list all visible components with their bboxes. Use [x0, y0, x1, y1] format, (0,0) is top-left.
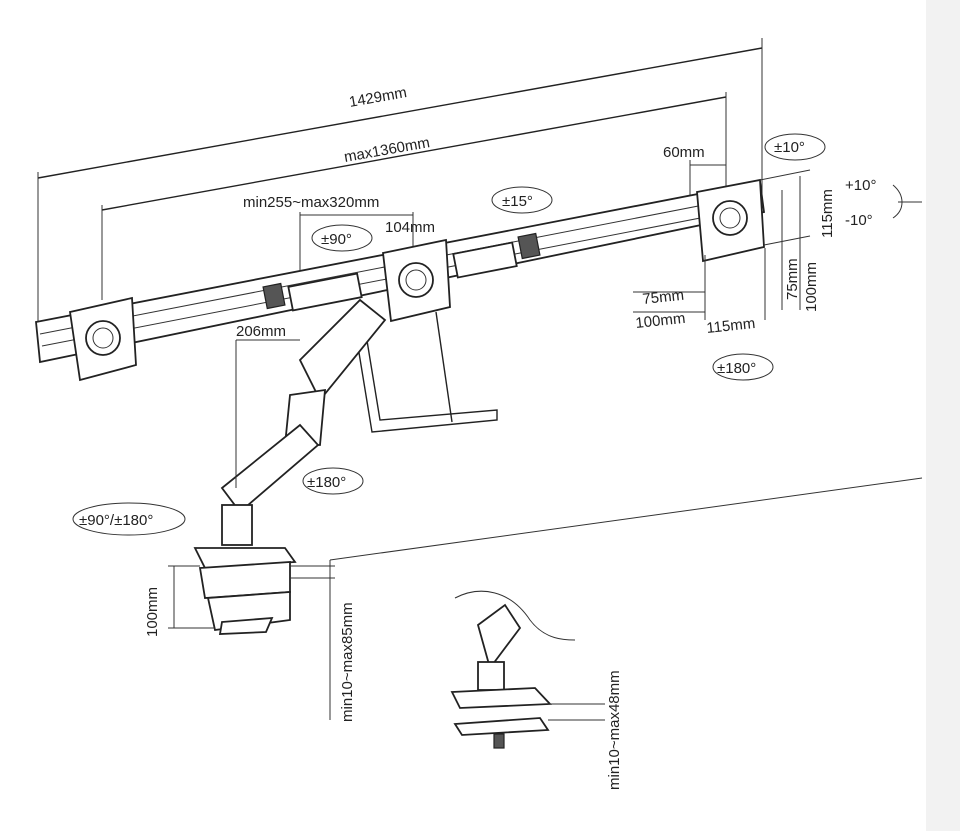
plate-width-label: 115mm: [706, 315, 756, 337]
bracket-gap-label: 104mm: [385, 219, 435, 236]
base-rotate-indicator: [72, 502, 186, 536]
vesa-plate-center: [382, 238, 451, 323]
vesa-plate-left: [68, 296, 137, 382]
vesa-v-bottom: [763, 235, 811, 246]
clamp-pad: [218, 616, 274, 635]
clamp-height-label: 100mm: [144, 587, 161, 637]
swivel-label: ±10°: [774, 139, 805, 156]
crossbar-center-block: [287, 272, 363, 312]
grommet-arm: [476, 603, 522, 671]
tilt-down-label: -10°: [845, 212, 873, 229]
max-span-line: [101, 96, 727, 211]
vesa-h-100-label: 100mm: [635, 310, 687, 332]
grommet-post: [477, 661, 505, 691]
grommet-plate: [453, 717, 550, 736]
lower-arm: [220, 423, 320, 514]
desk-edge-line: [329, 477, 923, 561]
upper-arm: [298, 298, 387, 402]
grommet-screw: [493, 733, 505, 749]
arm-post: [221, 504, 253, 546]
arm-rotate-indicator: [302, 467, 364, 495]
vesa-v-75-label: 75mm: [784, 258, 801, 300]
clamp-range-label: min10~max85mm: [339, 602, 356, 722]
handle-loop-left: [351, 309, 498, 433]
plate-height-label: 115mm: [819, 189, 836, 238]
crossbar-slot: [452, 241, 518, 279]
base-rotate-label: ±90°/±180°: [79, 512, 153, 529]
grommet-arm-curve: [454, 590, 576, 641]
handle-loop-right: [435, 311, 453, 423]
vesa-h-75-label: 75mm: [642, 287, 685, 308]
bar-rotate-label: ±15°: [502, 193, 533, 210]
grommet-base: [450, 687, 552, 709]
vesa-plate-right: [696, 178, 765, 263]
grommet-range-label: min10~max48mm: [606, 670, 623, 790]
tilt-up-label: +10°: [845, 177, 876, 194]
arm-range-label: min255~max320mm: [243, 194, 379, 211]
max-span-label: max1360mm: [343, 134, 431, 166]
overall-width-label: 1429mm: [348, 84, 408, 111]
crossbar-joint-left: [262, 282, 286, 310]
vesa-v-top: [759, 169, 811, 181]
center-rotate-label: ±90°: [321, 231, 352, 248]
center-height-label: 206mm: [236, 323, 286, 340]
end-offset-label: 60mm: [663, 144, 705, 161]
center-rotate-indicator: [311, 224, 373, 252]
overall-width-line: [37, 47, 763, 179]
vesa-v-100-label: 100mm: [803, 262, 820, 312]
plate-rotate-label: ±180°: [717, 360, 756, 377]
crossbar-joint-right: [517, 232, 541, 260]
plate-rotate-indicator: [712, 353, 774, 381]
swivel-indicator: [764, 133, 826, 161]
page-edge-strip: [926, 0, 960, 831]
arm-rotate-label: ±180°: [307, 474, 346, 491]
bar-rotate-indicator: [491, 186, 553, 214]
